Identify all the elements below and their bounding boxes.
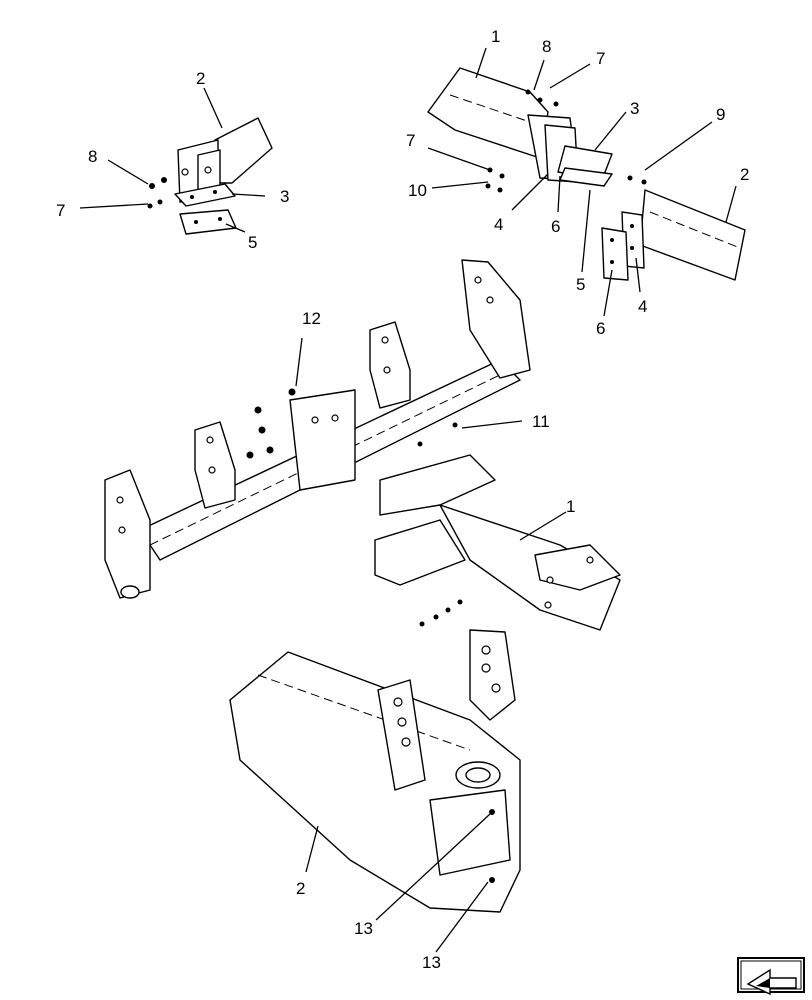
nut-icon	[246, 388, 296, 459]
main-toolbar-assembly	[104, 259, 531, 599]
callout-4-right: 4	[638, 297, 647, 316]
callout-7-left: 7	[56, 201, 65, 220]
callout-1-top: 1	[491, 27, 500, 46]
lower-beam-assembly	[229, 629, 521, 913]
callout-9: 9	[716, 105, 725, 124]
next-page-arrow-icon[interactable]	[737, 957, 805, 996]
bolt-icon	[147, 177, 167, 209]
callout-2-right: 2	[740, 165, 749, 184]
callout-6-right: 6	[596, 319, 605, 338]
callout-5-left: 5	[248, 233, 257, 252]
leader-lines	[79, 47, 737, 953]
callout-labels: 1 8 7 3 9 2 8 7 3 5 7 10 4 6 2 5 4 6 12 …	[56, 27, 749, 972]
callout-8-left: 8	[88, 147, 97, 166]
callout-7-top: 7	[596, 49, 605, 68]
callout-13-a: 13	[354, 919, 373, 938]
left-beam-end-assembly	[147, 117, 273, 235]
callout-11: 11	[532, 412, 550, 431]
callout-1-mid: 1	[566, 497, 575, 516]
center-hitch-assembly	[374, 454, 621, 631]
callout-13-b: 13	[422, 953, 441, 972]
callout-2-bottom: 2	[296, 879, 305, 898]
callout-10: 10	[408, 181, 427, 200]
callout-8-top: 8	[542, 37, 551, 56]
callout-5-right: 5	[576, 275, 585, 294]
right-beam-splice-assembly	[427, 67, 746, 281]
callout-6-mid: 6	[551, 217, 560, 236]
callout-2-left: 2	[196, 69, 205, 88]
bolt-icon	[485, 89, 647, 193]
callout-4-mid: 4	[494, 215, 503, 234]
bolt-icon	[419, 599, 463, 627]
callout-12: 12	[302, 309, 321, 328]
callout-7-mid: 7	[406, 131, 415, 150]
bolt-icon	[417, 422, 458, 447]
callout-3-left: 3	[280, 187, 289, 206]
callout-3-top: 3	[630, 99, 639, 118]
